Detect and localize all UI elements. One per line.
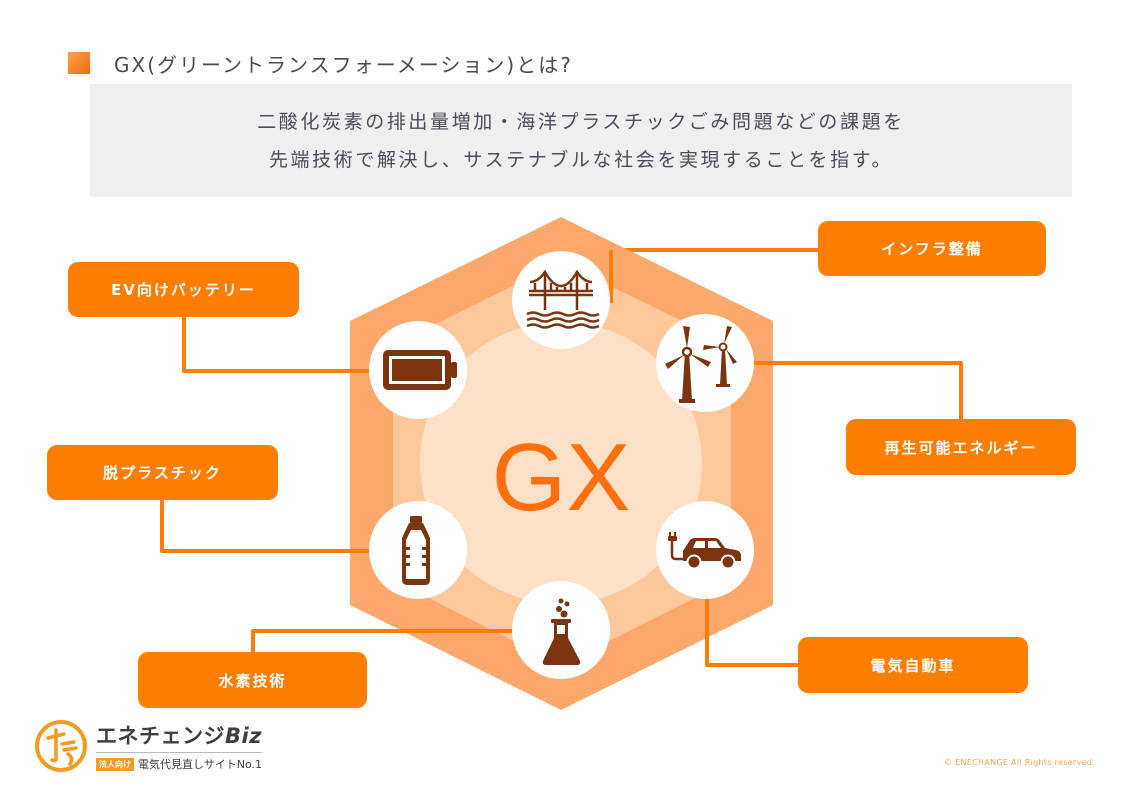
- heading-square-icon: [68, 52, 90, 74]
- label-decarbonize-plastic: 脱プラスチック: [47, 445, 278, 500]
- icon-circle-flask: [512, 581, 610, 679]
- flask-icon: [542, 598, 581, 665]
- center-gx-text: GX: [492, 424, 631, 531]
- icon-circle-bottle: [369, 501, 467, 599]
- brand-tagline: 電気代見直しサイトNo.1: [138, 758, 263, 771]
- copyright: © ENECHANGE All Rights reserved.: [943, 758, 1095, 767]
- corporate-badge: 法人向け: [96, 757, 134, 771]
- battery-icon: [383, 350, 457, 390]
- label-renewable-energy: 再生可能エネルギー: [846, 419, 1076, 475]
- icon-circle-battery: [369, 321, 467, 419]
- bridge-icon: [526, 269, 600, 329]
- brand-name: エネチェンジBiz: [96, 720, 263, 753]
- center-circle: [420, 322, 702, 604]
- enechange-mark-icon: [35, 720, 87, 772]
- enechange-logo: エネチェンジBiz 法人向け 電気代見直しサイトNo.1: [34, 718, 263, 774]
- label-electric-vehicle: 電気自動車: [798, 637, 1028, 693]
- heading-title: GX(グリーントランスフォーメーション)とは?: [114, 52, 573, 77]
- electric-car-icon: [668, 532, 741, 570]
- definition-line-2: 先端技術で解決し、サステナブルな社会を実現することを指す。: [268, 148, 894, 171]
- label-ev-battery: EV向けバッテリー: [68, 262, 299, 317]
- icon-circle-car: [656, 501, 754, 599]
- connector-renewable: [748, 361, 963, 425]
- definition-line-1: 二酸化炭素の排出量増加・海洋プラスチックごみ問題などの課題を: [257, 110, 905, 133]
- icon-circle-wind: [656, 314, 754, 412]
- wind-turbine-icon: [665, 326, 737, 403]
- label-infrastructure: インフラ整備: [818, 221, 1046, 276]
- section-heading: GX(グリーントランスフォーメーション)とは?: [68, 48, 573, 78]
- connector-ev-battery: [182, 300, 380, 373]
- definition-box: 二酸化炭素の排出量増加・海洋プラスチックごみ問題などの課題を 先端技術で解決し、…: [90, 84, 1072, 197]
- connector-plastic: [160, 490, 380, 553]
- label-hydrogen-tech: 水素技術: [138, 652, 367, 708]
- plastic-bottle-icon: [402, 516, 430, 585]
- icon-circle-bridge: [512, 251, 610, 349]
